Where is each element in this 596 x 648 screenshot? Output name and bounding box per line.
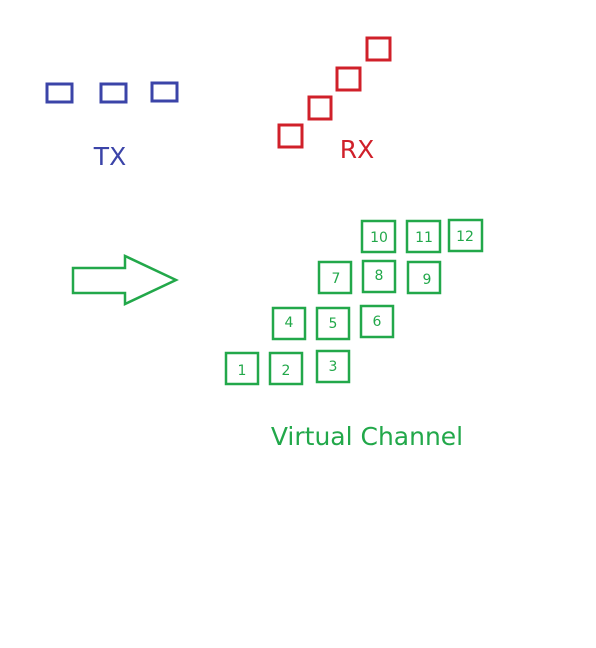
rx-label: RX xyxy=(340,135,375,164)
virtual-element: 2 xyxy=(268,351,304,386)
virtual-element-group: 1 2 3 4 5 6 7 8 xyxy=(224,218,484,386)
tx-antenna xyxy=(99,82,128,104)
virtual-element-label: 5 xyxy=(329,316,338,332)
virtual-element-box xyxy=(268,351,304,386)
virtual-element-box xyxy=(315,349,351,384)
tx-label: TX xyxy=(93,142,126,171)
rx-antenna xyxy=(307,95,333,121)
virtual-element: 12 xyxy=(447,218,484,253)
virtual-element: 11 xyxy=(405,219,442,254)
tx-antenna xyxy=(45,82,74,104)
virtual-element-label: 8 xyxy=(375,268,384,284)
virtual-element-label: 12 xyxy=(456,229,474,245)
virtual-element: 6 xyxy=(359,304,395,339)
virtual-element: 7 xyxy=(317,260,353,295)
virtual-element-label: 3 xyxy=(329,359,338,375)
virtual-element-box xyxy=(315,306,351,341)
virtual-element-label: 11 xyxy=(415,230,433,246)
virtual-element-box xyxy=(224,351,260,386)
virtual-element-label: 1 xyxy=(238,363,247,379)
virtual-element-label: 7 xyxy=(332,271,341,287)
virtual-element-label: 2 xyxy=(282,363,291,379)
virtual-element-box xyxy=(405,219,442,254)
rx-antenna xyxy=(277,123,304,149)
virtual-element-label: 4 xyxy=(285,315,294,331)
rx-antenna xyxy=(335,66,362,92)
virtual-element-box xyxy=(271,306,307,341)
virtual-element-label: 9 xyxy=(423,272,432,288)
virtual-element-box xyxy=(360,219,397,254)
virtual-channel-label: Virtual Channel xyxy=(271,422,463,451)
virtual-element-box xyxy=(406,260,442,295)
virtual-element: 9 xyxy=(406,260,442,295)
rx-antenna-group xyxy=(277,36,392,149)
virtual-element-box xyxy=(361,259,397,294)
virtual-element: 4 xyxy=(271,306,307,341)
virtual-element-label: 6 xyxy=(373,314,382,330)
virtual-element-box xyxy=(359,304,395,339)
virtual-element: 1 xyxy=(224,351,260,386)
rx-antenna xyxy=(365,36,392,62)
virtual-element: 8 xyxy=(361,259,397,294)
virtual-element: 10 xyxy=(360,219,397,254)
virtual-element: 3 xyxy=(315,349,351,384)
virtual-element-box xyxy=(317,260,353,295)
virtual-element-box xyxy=(447,218,484,253)
virtual-element: 5 xyxy=(315,306,351,341)
arrow-right-icon xyxy=(71,254,179,306)
tx-antenna-group xyxy=(45,81,179,104)
virtual-element-label: 10 xyxy=(370,230,388,246)
tx-antenna xyxy=(150,81,179,103)
